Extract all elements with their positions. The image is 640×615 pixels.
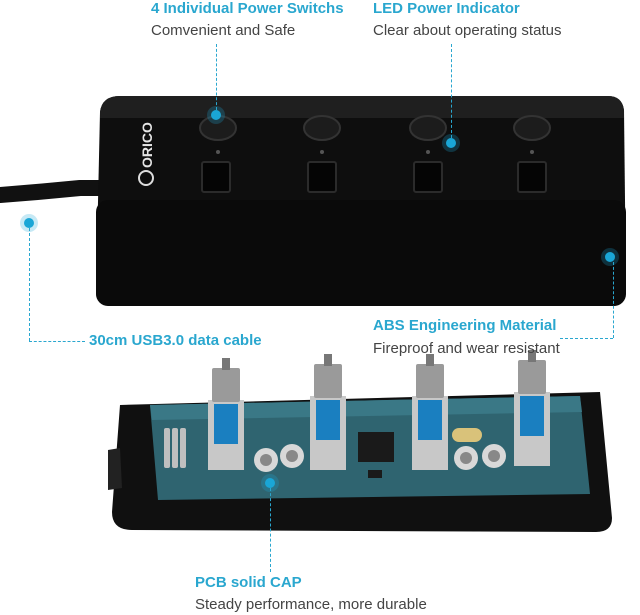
switches-leader-line xyxy=(216,44,217,110)
abs-marker-dot xyxy=(605,252,615,262)
orico-logo: ORICO xyxy=(138,122,155,186)
led-subtitle: Clear about operating status xyxy=(373,22,562,39)
abs-title: ABS Engineering Material xyxy=(373,317,557,334)
pcb-title: PCB solid CAP xyxy=(195,574,302,591)
led-title: LED Power Indicator xyxy=(373,0,520,17)
svg-text:ORICO: ORICO xyxy=(139,122,155,168)
cable-leader-line-vertical xyxy=(29,228,30,341)
cable-leader-line-horizontal xyxy=(29,341,85,342)
switches-marker-dot xyxy=(211,110,221,120)
abs-subtitle: Fireproof and wear resistant xyxy=(373,340,560,357)
usb-cable xyxy=(0,180,118,203)
power-switch xyxy=(199,115,551,141)
pcb-switch xyxy=(212,350,546,402)
abs-leader-line-horizontal xyxy=(560,338,613,339)
switches-title: 4 Individual Power Switchs xyxy=(151,0,344,17)
led-leader-line xyxy=(451,44,452,138)
pcb-marker-dot xyxy=(265,478,275,488)
usb-port xyxy=(201,161,547,193)
solid-capacitor xyxy=(254,444,506,472)
crystal xyxy=(452,428,482,442)
cable-marker-dot xyxy=(24,218,34,228)
hub-body xyxy=(96,96,626,306)
pcb-chip xyxy=(358,432,394,478)
switches-subtitle: Comvenient and Safe xyxy=(151,22,296,39)
abs-leader-line-vertical xyxy=(613,262,614,338)
led-indicator xyxy=(216,150,534,154)
cable-title: 30cm USB3.0 data cable xyxy=(89,332,262,349)
pcb-usb-connector xyxy=(208,392,550,470)
led-marker-dot xyxy=(446,138,456,148)
pcb-subtitle: Steady performance, more durable xyxy=(195,596,427,613)
pcb-leader-line xyxy=(270,488,271,572)
